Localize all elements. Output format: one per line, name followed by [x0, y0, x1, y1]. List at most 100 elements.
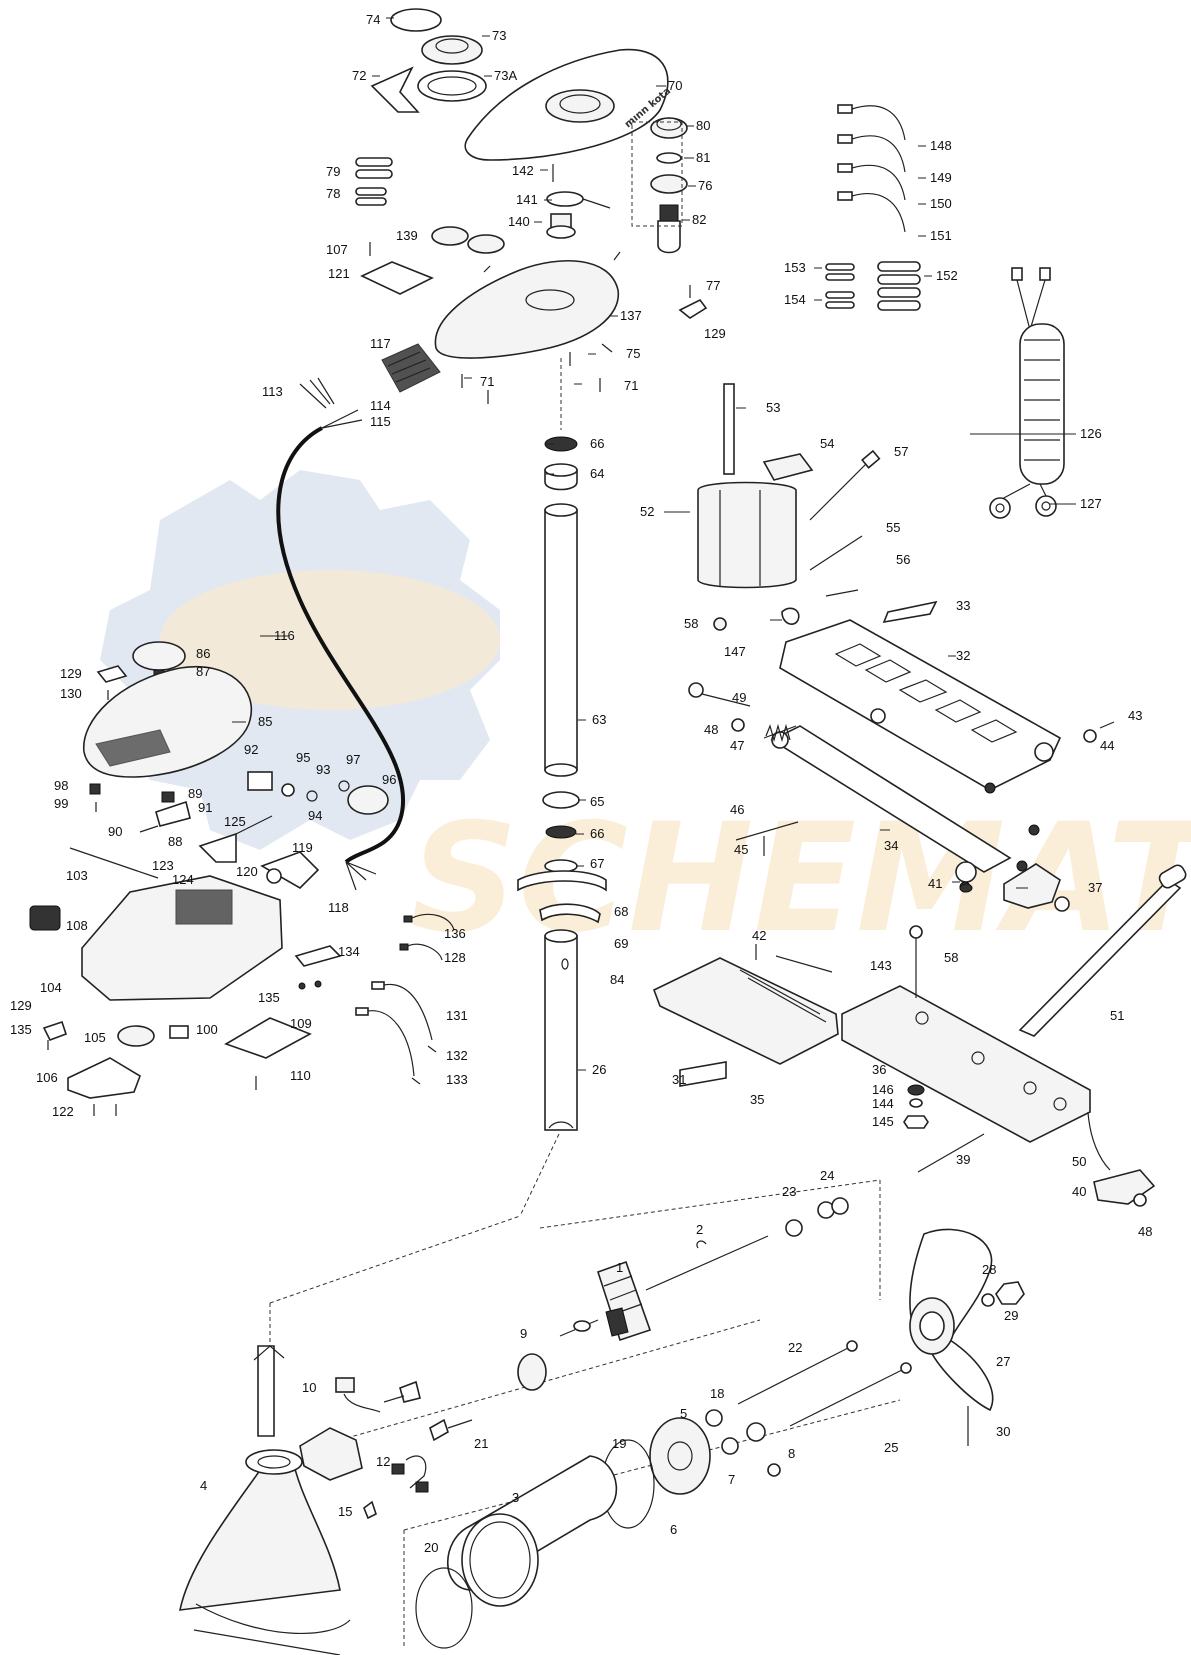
- callout-131: 131: [446, 1008, 468, 1023]
- part-35-side-plate: [652, 957, 839, 1065]
- lower-unit-assembly: [178, 1133, 1025, 1655]
- callout-151: 151: [930, 228, 952, 243]
- callout-36: 36: [872, 1062, 886, 1077]
- callout-118: 118: [328, 900, 349, 915]
- callout-67: 67: [590, 856, 604, 871]
- callout-99: 99: [54, 796, 68, 811]
- cover-assembly: mınn kota: [355, 8, 708, 404]
- callout-33: 33: [956, 598, 970, 613]
- base-assembly: [652, 864, 1187, 1207]
- callout-24: 24: [820, 1168, 834, 1183]
- part-117-115-boot: [381, 343, 441, 393]
- callout-103: 103: [66, 868, 88, 883]
- composite-shaft: [517, 358, 607, 1131]
- part-106-plate: [67, 1057, 141, 1099]
- callout-105: 105: [84, 1030, 106, 1045]
- callout-129a: 129: [704, 326, 726, 341]
- callout-54: 54: [820, 436, 834, 451]
- callout-20: 20: [424, 1540, 438, 1555]
- part-109-plate: [224, 1017, 312, 1059]
- callout-113: 113: [262, 384, 283, 399]
- callout-95: 95: [296, 750, 310, 765]
- callout-35: 35: [750, 1092, 764, 1107]
- callout-153: 153: [784, 260, 806, 275]
- callout-40: 40: [1072, 1184, 1086, 1199]
- callout-28: 28: [982, 1262, 996, 1277]
- part-80-81-76-82-steering-gear: [631, 117, 688, 254]
- part-51-strap: [1018, 878, 1182, 1037]
- callout-117: 117: [370, 336, 391, 351]
- callout-92: 92: [244, 742, 258, 757]
- callout-37: 37: [1088, 880, 1102, 895]
- callout-125: 125: [224, 814, 246, 829]
- callout-9: 9: [520, 1326, 527, 1341]
- part-139-gears: [431, 226, 505, 254]
- callout-120: 120: [236, 864, 258, 879]
- callout-129b: 129: [60, 666, 82, 681]
- callout-73: 73: [492, 28, 506, 43]
- pins-and-springs: [688, 682, 1115, 856]
- callout-84: 84: [610, 972, 624, 987]
- callout-107: 107: [326, 242, 348, 257]
- callout-48a: 48: [704, 722, 718, 737]
- callout-77: 77: [706, 278, 720, 293]
- callout-29: 29: [1004, 1308, 1018, 1323]
- callout-30: 30: [996, 1424, 1010, 1439]
- callout-135b: 135: [10, 1022, 32, 1037]
- callout-66a: 66: [590, 436, 604, 451]
- callout-42: 42: [752, 928, 766, 943]
- callout-143: 143: [870, 958, 892, 973]
- callout-76: 76: [698, 178, 712, 193]
- callout-68: 68: [614, 904, 628, 919]
- part-36-base: [841, 985, 1091, 1143]
- callout-87: 87: [196, 664, 210, 679]
- callout-43: 43: [1128, 708, 1142, 723]
- callout-31: 31: [672, 1072, 686, 1087]
- part-37-41: [959, 863, 1070, 912]
- callout-132: 132: [446, 1048, 468, 1063]
- callout-150: 150: [930, 196, 952, 211]
- callout-140: 140: [508, 214, 530, 229]
- callout-1: 1: [616, 1260, 623, 1275]
- callout-45: 45: [734, 842, 748, 857]
- callout-133: 133: [446, 1072, 468, 1087]
- callout-7: 7: [728, 1472, 735, 1487]
- callout-57: 57: [894, 444, 908, 459]
- callout-44: 44: [1100, 738, 1114, 753]
- callout-23: 23: [782, 1184, 796, 1199]
- callout-66b: 66: [590, 826, 604, 841]
- part-153-154-152-sleeves: [825, 261, 921, 311]
- part-107-121-plate: [360, 242, 434, 295]
- callout-49: 49: [732, 690, 746, 705]
- part-72-lens: [370, 66, 420, 113]
- part-79-78-seals: [355, 157, 393, 206]
- callout-25: 25: [884, 1440, 898, 1455]
- callout-79: 79: [326, 164, 340, 179]
- part-5-end-cap: [649, 1417, 711, 1495]
- callout-15: 15: [338, 1504, 352, 1519]
- main-cable-116: [276, 377, 406, 891]
- callout-73A: 73A: [494, 68, 517, 83]
- callout-labels: 74 73 72 73A 70 80 81 76 82 142 141 140 …: [10, 12, 1152, 1555]
- callout-114: 114: [370, 398, 391, 413]
- callout-149: 149: [930, 170, 952, 185]
- callout-154: 154: [784, 292, 806, 307]
- callout-5: 5: [680, 1406, 687, 1421]
- callout-110: 110: [290, 1068, 311, 1083]
- callout-146: 146: [872, 1082, 894, 1097]
- part-9-bearing: [517, 1353, 547, 1391]
- part-63-shaft: [544, 509, 578, 771]
- callout-6: 6: [670, 1522, 677, 1537]
- callout-41: 41: [928, 876, 942, 891]
- callout-3: 3: [512, 1490, 519, 1505]
- part-73-dial: [421, 35, 483, 65]
- callout-108: 108: [66, 918, 88, 933]
- callout-144: 144: [872, 1096, 894, 1111]
- callout-74: 74: [366, 12, 380, 27]
- callout-26: 26: [592, 1062, 606, 1077]
- callout-4: 4: [200, 1478, 207, 1493]
- callout-82: 82: [692, 212, 706, 227]
- callout-86: 86: [196, 646, 210, 661]
- wire-harnesses-148-151: [825, 104, 921, 311]
- callout-53: 53: [766, 400, 780, 415]
